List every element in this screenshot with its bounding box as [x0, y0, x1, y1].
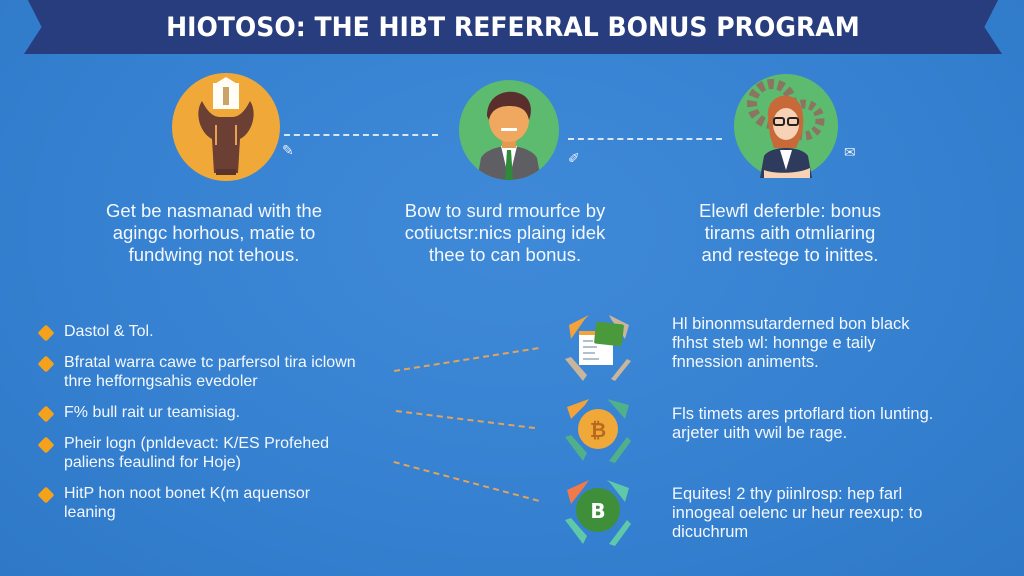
feature-3-text: Equites! 2 thy piinlrosp: hep farl innog…: [672, 485, 923, 541]
step-2-caption: Bow to surd rmourfce by cotiuctsr:nics p…: [404, 200, 606, 265]
bullet-item: Bfratal warra cawe tc parfersol tira icl…: [37, 353, 388, 391]
page-title: HIOTOSO: THE HIBT REFERRAL BONUS PROGRAM: [166, 11, 860, 43]
bullet-list: Dastol & Tol. Bfratal warra cawe tc parf…: [37, 322, 388, 529]
diamond-bullet-icon: [37, 405, 55, 423]
coin-icon: ₿: [561, 393, 635, 467]
bullet-item: Pheir logn (pnldevact: K/ES Profehed pal…: [37, 434, 388, 472]
connector-line-6: [393, 461, 539, 502]
connector-line-1: [284, 134, 438, 136]
connector-line-5: [395, 410, 535, 430]
diamond-bullet-icon: [37, 324, 55, 342]
bull-head-gift-icon: [172, 73, 280, 181]
feature-2-text: Fls timets ares prtoflard tion lunting. …: [672, 405, 934, 442]
woman-gears-avatar-icon: [734, 74, 838, 178]
businessman-avatar-icon: [459, 80, 559, 180]
sketch-doodle-icon: ✎: [282, 142, 294, 158]
feature-1-text: Hl binonmsutarderned bon black fhhst ste…: [672, 315, 910, 371]
step-3-caption: Elewfl deferble: bonus tirams aith otmli…: [698, 200, 882, 265]
connector-line-2: [568, 138, 722, 140]
bullet-item: Dastol & Tol.: [37, 322, 388, 342]
svg-text:₿: ₿: [590, 418, 606, 442]
diamond-bullet-icon: [37, 486, 55, 504]
step-1-caption: Get be nasmanad with the agingc horhous,…: [106, 200, 322, 265]
green-b-badge-icon: B: [561, 474, 635, 548]
connector-line-4: [394, 347, 539, 372]
diamond-bullet-icon: [37, 355, 55, 373]
sketch-doodle-icon: ✉: [844, 144, 856, 160]
bullet-item: F% bull rait ur teamisiag.: [37, 403, 388, 423]
bullet-item: HitP hon noot bonet K(m aquensor leaning: [37, 484, 388, 522]
diamond-bullet-icon: [37, 436, 55, 454]
svg-text:B: B: [590, 499, 605, 523]
title-banner: HIOTOSO: THE HIBT REFERRAL BONUS PROGRAM: [24, 0, 1002, 54]
sketch-doodle-icon: ✐: [568, 150, 580, 166]
document-wallet-icon: [561, 311, 635, 385]
